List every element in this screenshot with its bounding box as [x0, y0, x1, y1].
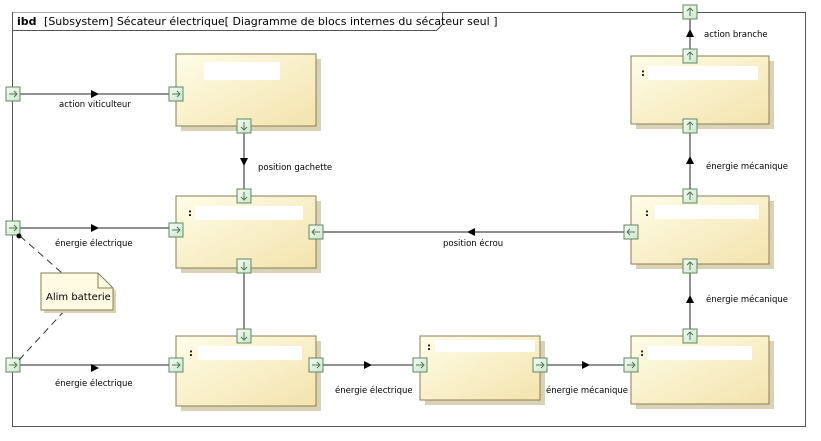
block-b7-name: : — [641, 68, 645, 79]
block-b6-name-field — [655, 205, 759, 219]
arrow-energie-electrique-3 — [364, 361, 372, 369]
block-b6[interactable]: : — [630, 195, 774, 269]
block-b3-name-field — [198, 346, 302, 360]
connectors — [19, 19, 691, 366]
label-position-ecrou: position écrou — [443, 238, 503, 249]
note-anchor-dot — [16, 233, 22, 239]
arrow-energie-electrique-1 — [91, 224, 99, 232]
b2-port-gachette[interactable] — [236, 188, 252, 204]
b5-port-in[interactable] — [623, 357, 639, 373]
b2-port-ecrou[interactable] — [308, 224, 324, 240]
b1-port-in[interactable] — [168, 86, 184, 102]
arrow-action-branche — [686, 29, 694, 37]
block-b2-name: : — [188, 208, 192, 219]
block-b3[interactable]: : — [175, 335, 321, 411]
label-energie-electrique-3: énergie électrique — [335, 385, 413, 396]
frame-port-action-viticulteur[interactable] — [5, 86, 21, 102]
label-action-viticulteur: action viticulteur — [59, 100, 131, 110]
arrow-energie-mecanique-2 — [686, 295, 694, 303]
arrow-energie-mecanique-1 — [582, 361, 590, 369]
b6-port-ecrou[interactable] — [623, 224, 639, 240]
flow-labels: action viticulteur position gachette éne… — [55, 30, 788, 396]
note-box[interactable] — [40, 272, 114, 311]
b4-port-out[interactable] — [532, 357, 548, 373]
block-b7-name-field — [648, 66, 758, 80]
b6-port-in[interactable] — [682, 258, 698, 274]
block-b7[interactable]: : — [630, 55, 774, 129]
arrow-position-gachette — [240, 158, 248, 166]
frame-port-energie-electrique[interactable] — [5, 220, 21, 236]
b3-port-out[interactable] — [308, 357, 324, 373]
label-energie-electrique-2: énergie électrique — [55, 378, 133, 389]
arrow-action-viticulteur — [91, 90, 99, 98]
note-group: Alim batterie — [16, 233, 116, 361]
arrow-position-ecrou — [467, 228, 475, 236]
frame-title-tab — [12, 12, 443, 31]
b4-port-in[interactable] — [412, 357, 428, 373]
frame-title-text: [Subsystem] Sécateur électrique[ Diagram… — [44, 15, 497, 28]
b3-port-energie[interactable] — [168, 357, 184, 373]
arrow-energie-electrique-2 — [91, 364, 99, 372]
b7-port-in[interactable] — [682, 118, 698, 134]
b7-port-out[interactable] — [682, 48, 698, 64]
frame-title: ibd [Subsystem] Sécateur électrique[ Dia… — [17, 15, 498, 28]
note-anchor-top — [19, 235, 63, 274]
note-anchor-bottom — [18, 308, 67, 361]
note-text: Alim batterie — [46, 292, 111, 303]
block-b2-name-field — [195, 206, 303, 220]
block-b4[interactable]: : — [419, 335, 545, 405]
b1-port-out[interactable] — [236, 118, 252, 134]
frame-port-energie-electrique-2[interactable] — [5, 357, 21, 373]
label-action-branche: action branche — [704, 30, 768, 40]
flow-arrowheads — [91, 29, 694, 372]
block-b5-name: : — [640, 348, 644, 359]
frame-port-action-branche[interactable] — [682, 4, 698, 20]
frame-kind: ibd — [17, 15, 37, 28]
label-energie-mecanique-2: énergie mécanique — [706, 294, 788, 305]
label-energie-mecanique-3: énergie mécanique — [706, 161, 788, 172]
block-b1-name-field — [204, 62, 280, 80]
note-fold — [97, 273, 113, 289]
ports — [5, 4, 698, 373]
blocks: : : : : : : — [175, 53, 774, 411]
b6-port-out[interactable] — [682, 188, 698, 204]
b5-port-out[interactable] — [682, 328, 698, 344]
label-energie-mecanique-1: énergie mécanique — [546, 385, 628, 396]
block-b4-name-field — [435, 340, 535, 352]
b3-port-in[interactable] — [236, 328, 252, 344]
label-energie-electrique-1: énergie électrique — [55, 238, 133, 249]
label-position-gachette: position gachette — [258, 163, 332, 173]
block-b5[interactable]: : — [630, 335, 774, 409]
block-b5-name-field — [648, 346, 752, 360]
block-b6-name: : — [645, 208, 649, 219]
block-b4-name: : — [427, 342, 431, 353]
b2-port-out[interactable] — [236, 258, 252, 274]
arrow-energie-mecanique-3 — [686, 156, 694, 164]
b2-port-energie[interactable] — [168, 222, 184, 238]
block-b3-name: : — [189, 348, 193, 359]
